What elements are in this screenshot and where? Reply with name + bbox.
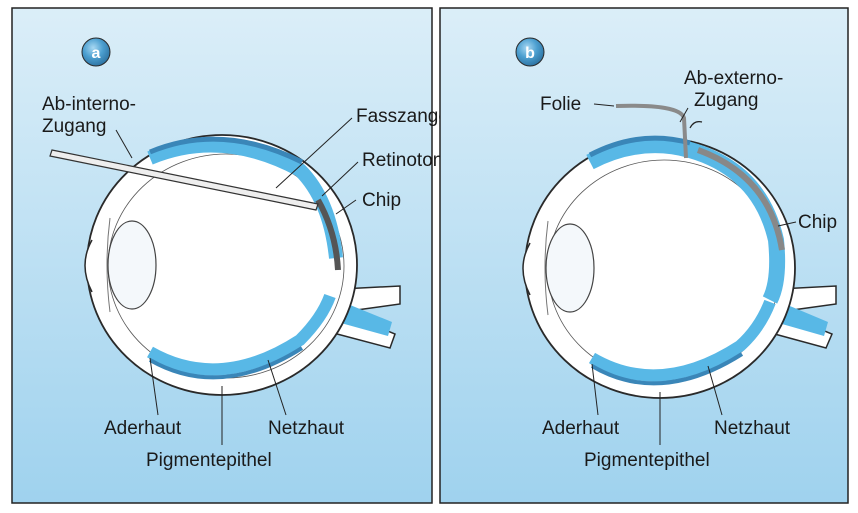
panel-a-label-retina: Netzhaut [268,418,345,439]
panel-a-label-pigment: Pigmentepithel [146,450,272,471]
panel-b-badge: b [516,38,544,66]
panel-b: b Folie Ab-externo- Zugang Chip [440,8,848,503]
panel-a-badge: a [82,38,110,66]
panel-b-label-chip: Chip [798,212,837,233]
panel-a: a Ab-interno- Zugang [12,8,463,503]
panel-a-label-choroid: Aderhaut [104,418,182,439]
panel-b-lens [546,224,594,312]
panel-b-label-access-1: Ab-externo- [684,68,783,89]
panel-b-label-access-2: Zugang [694,90,758,111]
panel-b-label-pigment: Pigmentepithel [584,450,710,471]
panel-a-label-access-1: Ab-interno- [42,94,136,115]
panel-a-badge-letter: a [92,45,101,62]
panel-a-lens [108,221,156,309]
panel-a-label-access-2: Zugang [42,116,106,137]
panel-b-label-foil: Folie [540,94,581,115]
panel-a-label-forceps: Fasszange [356,106,449,127]
panel-b-label-retina: Netzhaut [714,418,791,439]
panel-b-badge-letter: b [525,45,535,62]
panel-a-label-chip: Chip [362,190,401,211]
panel-b-label-choroid: Aderhaut [542,418,620,439]
